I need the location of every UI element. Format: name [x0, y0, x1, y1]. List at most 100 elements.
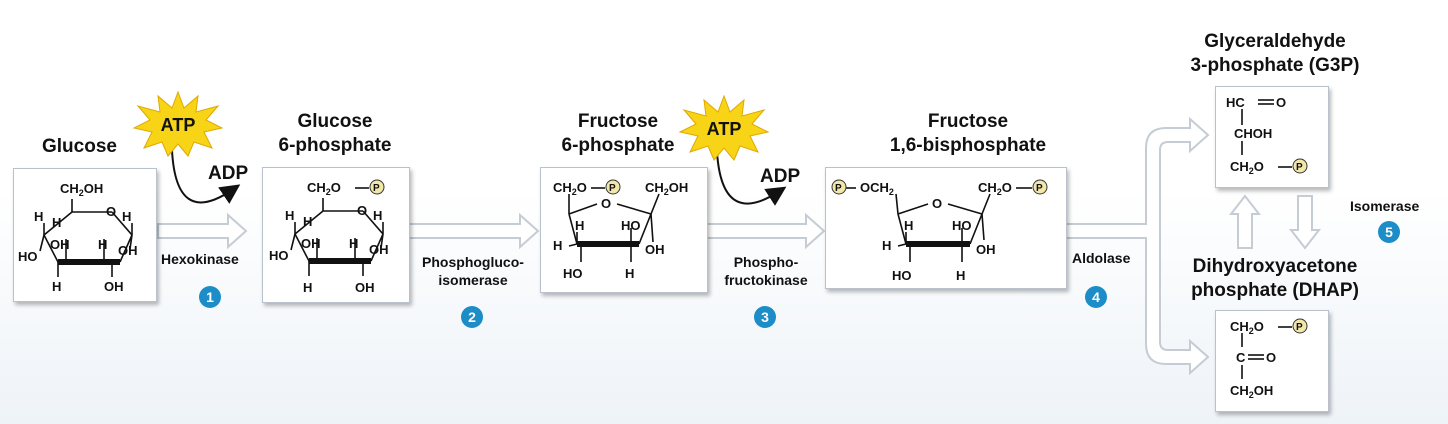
enzyme-phosphofructokinase-line2: fructokinase [724, 272, 808, 288]
svg-text:P: P [1036, 183, 1043, 194]
svg-text:HO: HO [269, 248, 289, 263]
g6p-title: Glucose 6-phosphate [262, 110, 408, 158]
enzyme-phosphofructokinase-line1: Phospho- [733, 254, 799, 270]
step-number-2: 2 [461, 306, 483, 328]
svg-text:O: O [1276, 95, 1286, 110]
svg-text:O: O [601, 196, 611, 211]
step-arrow-1 [157, 212, 248, 250]
enzyme-phosphoglucoisomerase: Phosphogluco- isomerase [408, 253, 538, 289]
svg-text:CH2O: CH2O [1230, 319, 1264, 336]
f6p-title-line1: Fructose [577, 111, 659, 132]
f16bp-title-line2: 1,6-bisphosphate [889, 135, 1047, 156]
isomerase-arrow-down [1288, 195, 1322, 250]
svg-text:H: H [349, 236, 358, 251]
g6p-title-line2: 6-phosphate [278, 135, 392, 156]
svg-text:P: P [609, 183, 616, 194]
g6p-structure: CH2O P O H H H OH H HO OH H OH [262, 167, 410, 303]
g6p-title-line1: Glucose [297, 111, 373, 132]
svg-text:H: H [303, 280, 312, 295]
g3p-structure: HC O CHOH CH2O P [1215, 86, 1329, 188]
svg-text:H: H [882, 238, 891, 253]
dhap-title-line1: Dihydroxyacetone [1192, 256, 1358, 277]
svg-text:P: P [1296, 322, 1303, 333]
svg-text:H: H [98, 237, 107, 252]
step-arrow-3 [706, 212, 826, 250]
svg-text:CH2O: CH2O [553, 180, 587, 197]
step-arrow-4-split [1065, 116, 1210, 376]
svg-text:O: O [357, 203, 367, 218]
isomerase-arrow-up [1228, 194, 1262, 249]
atp-label: ATP [161, 115, 196, 135]
f16bp-title-line1: Fructose [927, 111, 1009, 132]
enzyme-hexokinase: Hexokinase [161, 251, 239, 267]
svg-text:HO: HO [621, 218, 641, 233]
enzyme-aldolase: Aldolase [1072, 250, 1131, 266]
svg-text:OH: OH [976, 242, 996, 257]
enzyme-phosphofructokinase: Phospho- fructokinase [708, 253, 824, 289]
svg-text:P: P [835, 183, 842, 194]
svg-text:O: O [1266, 350, 1276, 365]
svg-text:H: H [122, 209, 131, 224]
atp-burst-1: ATP [132, 90, 224, 157]
svg-text:CH2OH: CH2OH [1230, 383, 1273, 400]
glucose-structure: CH2OH O H H H OH H HO OH H OH [13, 168, 157, 302]
svg-text:O: O [932, 196, 942, 211]
f16bp-title: Fructose 1,6-bisphosphate [870, 110, 1066, 158]
svg-text:OH: OH [369, 242, 389, 257]
svg-text:CH2OH: CH2OH [60, 181, 103, 198]
f16bp-structure: P OCH2 CH2O P O H HO H OH HO H [825, 167, 1067, 289]
g3p-title-line1: Glyceraldehyde [1204, 31, 1346, 52]
svg-text:H: H [956, 268, 965, 283]
dhap-title: Dihydroxyacetone phosphate (DHAP) [1168, 255, 1382, 303]
atp-adp-curve-1 [171, 149, 241, 204]
adp-label: ADP [760, 166, 801, 187]
svg-text:H: H [52, 279, 61, 294]
svg-text:OH: OH [355, 280, 375, 295]
enzyme-phosphoglucoisomerase-line2: isomerase [438, 272, 508, 288]
atp-adp-curve-2 [716, 151, 787, 206]
svg-text:OH: OH [50, 237, 70, 252]
svg-text:H: H [34, 209, 43, 224]
svg-text:HO: HO [18, 249, 38, 264]
adp-label: ADP [208, 163, 249, 184]
svg-text:P: P [1296, 162, 1303, 173]
svg-text:CH2O: CH2O [978, 180, 1012, 197]
svg-text:C: C [1236, 350, 1246, 365]
svg-text:H: H [52, 215, 61, 230]
step-number-1: 1 [199, 286, 221, 308]
step-number-5: 5 [1378, 221, 1400, 243]
svg-text:OCH2: OCH2 [860, 180, 894, 197]
f6p-structure: CH2O P CH2OH O H HO H OH HO H [540, 167, 708, 293]
enzyme-isomerase: Isomerase [1350, 198, 1420, 214]
f6p-title-line2: 6-phosphate [561, 135, 675, 156]
svg-text:HC: HC [1226, 95, 1245, 110]
g3p-title: Glyceraldehyde 3-phosphate (G3P) [1168, 30, 1382, 78]
enzyme-phosphoglucoisomerase-line1: Phosphogluco- [422, 254, 524, 270]
svg-text:O: O [106, 204, 116, 219]
dhap-title-line2: phosphate (DHAP) [1191, 280, 1359, 301]
svg-text:HO: HO [563, 266, 583, 281]
svg-text:H: H [904, 218, 913, 233]
g3p-title-line2: 3-phosphate (G3P) [1190, 55, 1360, 76]
svg-text:CH2O: CH2O [1230, 159, 1264, 176]
svg-text:OH: OH [118, 243, 138, 258]
svg-text:HO: HO [952, 218, 972, 233]
atp-burst-2: ATP [678, 94, 770, 161]
svg-text:H: H [285, 208, 294, 223]
svg-text:H: H [553, 238, 562, 253]
svg-text:CHOH: CHOH [1234, 126, 1272, 141]
step-number-4: 4 [1085, 286, 1107, 308]
svg-text:H: H [625, 266, 634, 281]
glucose-title: Glucose [42, 136, 117, 157]
svg-text:H: H [373, 208, 382, 223]
svg-text:OH: OH [301, 236, 321, 251]
step-number-3: 3 [754, 306, 776, 328]
svg-text:OH: OH [104, 279, 124, 294]
svg-text:HO: HO [892, 268, 912, 283]
dhap-structure: CH2O P C O CH2OH [1215, 310, 1329, 412]
atp-label: ATP [707, 119, 742, 139]
step-arrow-2 [407, 212, 540, 250]
svg-text:CH2O: CH2O [307, 180, 341, 197]
svg-text:P: P [373, 183, 380, 194]
